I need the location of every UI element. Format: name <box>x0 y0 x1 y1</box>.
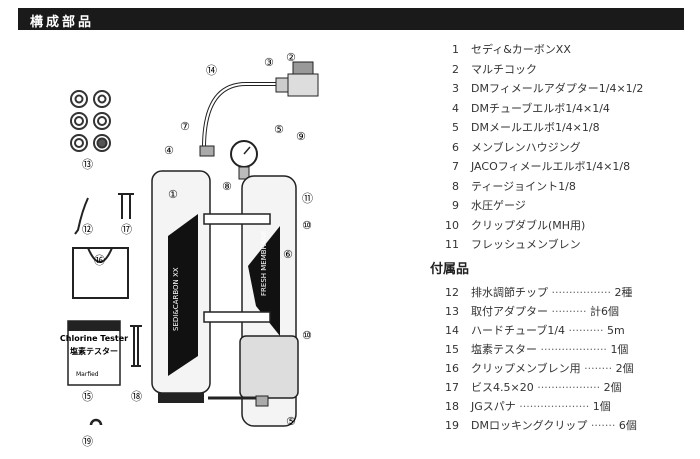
label-17: ⑰ <box>121 223 132 236</box>
carbon-text: SEDI&CARBON XX <box>172 267 180 331</box>
accessories-title: 付属品 <box>430 262 470 277</box>
screws <box>118 193 134 219</box>
label-3: ③ <box>264 56 274 69</box>
adapter-3 <box>275 77 289 93</box>
label-19: ⑲ <box>82 435 93 448</box>
tester-sub: 塩素テスター <box>70 346 118 356</box>
label-15: ⑮ <box>82 390 93 403</box>
label-10-top: ⑩ <box>302 219 312 232</box>
label-10-bottom: ⑩ <box>302 329 312 342</box>
label-9: ⑨ <box>296 130 306 143</box>
tester-title: Chlorine Tester <box>60 334 128 343</box>
locking-clip <box>89 418 103 426</box>
label-13: ⑬ <box>82 158 93 171</box>
double-clip-top <box>203 213 271 225</box>
hard-tube <box>202 82 276 149</box>
label-2: ② <box>286 51 296 64</box>
male-elbow <box>255 395 269 407</box>
tube-elbow <box>199 145 215 157</box>
drain-tip <box>74 197 89 235</box>
label-8: ⑧ <box>222 180 232 193</box>
label-12: ⑫ <box>82 223 93 236</box>
multi-cock <box>287 73 319 97</box>
label-5-bottom: ⑤ <box>286 415 296 428</box>
label-7: ⑦ <box>180 120 190 133</box>
label-6: ⑥ <box>283 248 293 261</box>
tester-brand: Marfied <box>76 371 99 378</box>
label-4: ④ <box>164 144 174 157</box>
section-title: 構成部品 <box>30 15 95 30</box>
label-5-top: ⑤ <box>274 123 284 136</box>
label-14: ⑭ <box>206 64 217 77</box>
membrane-clip <box>72 247 129 299</box>
membrane-text: FRESH MEMBRANE <box>260 230 268 296</box>
tee-joint <box>238 166 250 180</box>
label-18: ⑱ <box>131 390 142 403</box>
label-1: ① <box>168 188 178 201</box>
components-diagram: ⑬ ⑫ ⑰ ⑯ Chlorine Tester 塩素テスター Marfied ⑮… <box>60 51 319 448</box>
jg-spanner <box>130 325 142 367</box>
adapters-group <box>70 90 111 152</box>
section-header: 構成部品 <box>18 8 684 30</box>
label-16: ⑯ <box>94 254 105 267</box>
double-clip-bottom <box>203 311 271 323</box>
label-11: ⑪ <box>302 192 313 205</box>
